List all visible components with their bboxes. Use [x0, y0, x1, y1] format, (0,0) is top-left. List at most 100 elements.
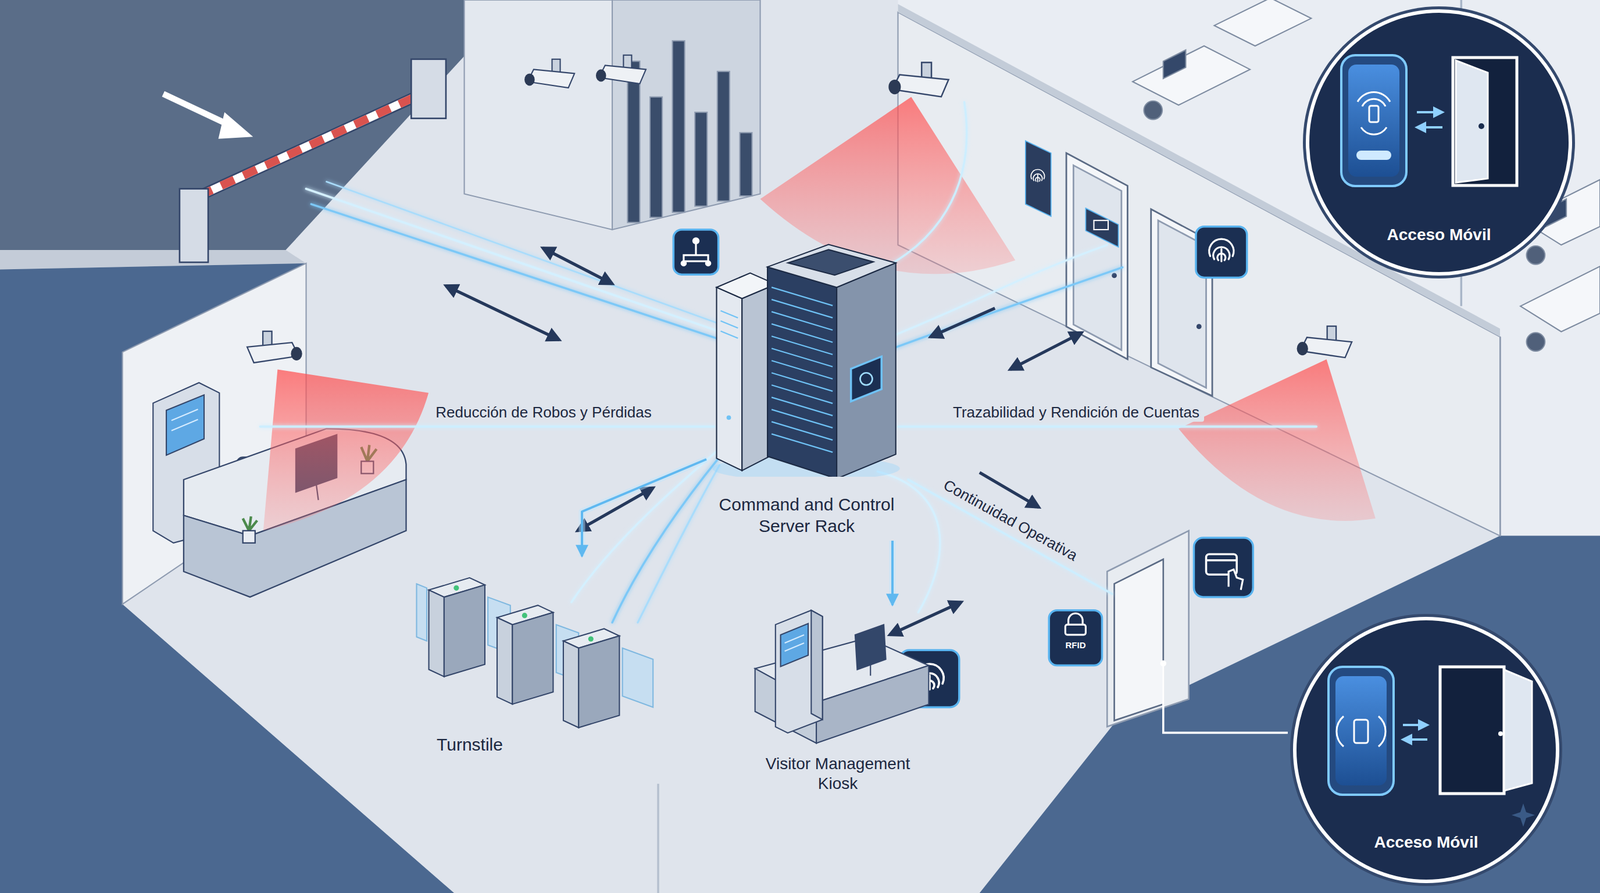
parking-barrier: [411, 59, 446, 119]
mobile-access-drawing: [1328, 666, 1394, 795]
badge-tag: RFID: [1065, 640, 1087, 650]
data-flow-line: [897, 425, 1317, 428]
server-rack-drawing: [716, 244, 896, 477]
turnstile-drawing: [622, 648, 654, 708]
card-badge: [1228, 569, 1244, 591]
mobile-access-drawing: [1341, 55, 1407, 187]
central-building: [464, 0, 613, 230]
camera-cone: [263, 369, 429, 531]
mobile-access-drawing: [1511, 803, 1535, 827]
central-building: [672, 40, 685, 213]
server-rack-drawing: [767, 244, 896, 288]
direction-arrow: [930, 308, 996, 337]
atm-kiosk: [171, 409, 199, 421]
node-label: Acceso Móvil: [1287, 832, 1565, 853]
rfid-badge: [1065, 624, 1086, 635]
office-desk: [1132, 45, 1250, 106]
data-connector: [581, 459, 707, 557]
central-building: [612, 0, 760, 230]
benefit-label: Reducción de Robos y Pérdidas: [430, 402, 656, 423]
office-desk: [1163, 50, 1187, 79]
turnstile-drawing: [444, 584, 485, 677]
mobile-access-drawing: [1478, 123, 1485, 130]
office-desk: [1214, 0, 1312, 46]
card-reader: [1085, 208, 1119, 248]
door: [1066, 152, 1213, 396]
door: [1111, 273, 1117, 279]
mobile-access-drawing: [1452, 57, 1517, 186]
card-badge: [1206, 559, 1238, 562]
kiosk-drawing: [755, 610, 930, 744]
camera: [524, 59, 575, 88]
parking-barrier: [198, 89, 431, 196]
mobile-access-drawing: [1348, 64, 1400, 177]
label-anchor: RFID: [1065, 640, 1087, 651]
reception-desk: [243, 530, 256, 544]
data-connector: [891, 540, 894, 606]
kiosk-drawing: [775, 610, 823, 734]
turnstile-drawing: [578, 636, 620, 728]
card-badge: [1193, 537, 1253, 598]
atm-kiosk: [166, 394, 205, 456]
side-door: [1106, 530, 1189, 727]
data-flow-line: [311, 204, 737, 345]
camera-cone: [760, 97, 1016, 275]
data-flow-line: [326, 181, 734, 329]
camera-cone: [1178, 359, 1376, 521]
road-arrow: [218, 112, 254, 139]
leader-line: [1163, 663, 1288, 733]
kiosk-drawing: [744, 605, 931, 749]
camera: [247, 331, 303, 363]
network-badge: [673, 229, 719, 275]
data-flow-line: [260, 425, 715, 428]
mobile-access-callout: Acceso Móvil: [1300, 4, 1578, 281]
mobile-access-drawing: [1335, 676, 1387, 786]
office-desk: [1526, 245, 1546, 265]
rfid-badge: [1068, 613, 1084, 625]
server-rack-drawing: [720, 287, 834, 453]
data-flow-line: [260, 102, 1317, 623]
mobile-access-drawing: [1416, 126, 1443, 129]
turnstile-drawing: [563, 640, 579, 728]
mobile-access-drawing: [1402, 738, 1428, 741]
node-label: Turnstile: [413, 734, 664, 756]
benefit-label: Trazabilidad y Rendición de Cuentas: [948, 402, 1205, 423]
turnstile-drawing: [522, 612, 528, 619]
fingerprint-reader: [1030, 169, 1045, 182]
network-badge: [673, 229, 719, 275]
label-anchor: Reducción de Robos y Pérdidas: [430, 402, 656, 423]
turnstile-drawing: [512, 612, 553, 705]
data-flow-line: [306, 188, 735, 338]
turnstile-drawing: [429, 590, 445, 677]
direction-arrow: [889, 602, 962, 635]
parking-barrier: [198, 89, 431, 196]
card-reader: [1093, 220, 1109, 230]
mobile-access-drawing: [1336, 716, 1386, 747]
kiosk-drawing: [811, 610, 823, 720]
camera: [595, 55, 646, 84]
server-rack-drawing: [771, 433, 833, 453]
fingerprint-badge: [1209, 238, 1234, 262]
mobile-access-drawing: [1354, 719, 1369, 744]
data-flow-line: [882, 267, 1123, 353]
office-desk: [1143, 101, 1163, 120]
central-building: [650, 97, 663, 218]
kiosk-drawing: [784, 634, 805, 644]
server-rack-drawing: [716, 273, 777, 299]
reception-desk: [243, 516, 258, 531]
kiosk-drawing: [784, 643, 805, 652]
floor-step: [656, 783, 660, 893]
mobile-access-drawing: [1455, 60, 1488, 183]
direction-arrow: [1010, 332, 1082, 370]
rfid-badge: [1048, 610, 1102, 666]
direction-arrow: [445, 248, 1082, 635]
network-badge: [680, 260, 688, 267]
kiosk-drawing: [780, 623, 809, 667]
office-floor: [897, 0, 1600, 537]
direction-arrow: [577, 487, 653, 531]
server-rack-drawing: [836, 262, 896, 477]
data-flow-line: [571, 448, 720, 602]
mobile-access-drawing: [1369, 105, 1379, 123]
road-arrow: [163, 93, 253, 139]
